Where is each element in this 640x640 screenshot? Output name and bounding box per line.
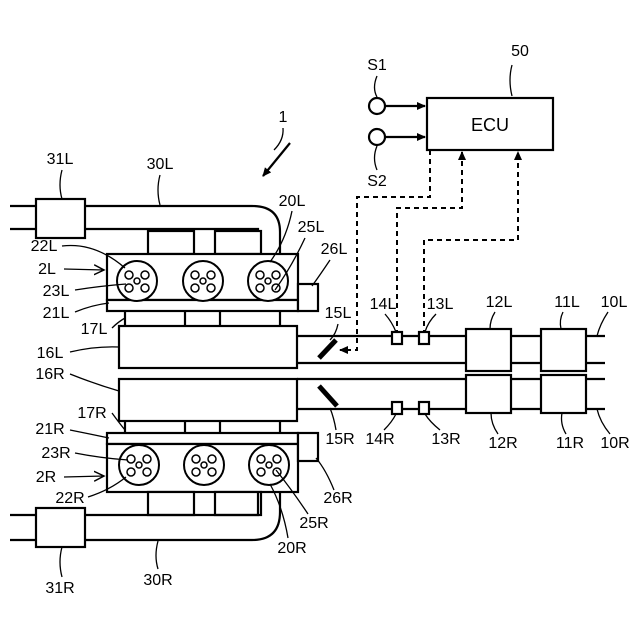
label-11r: 11R (556, 435, 584, 452)
component-11r (541, 375, 586, 413)
label-21l: 21L (43, 305, 70, 322)
system-label: 1 (279, 109, 288, 126)
label-17l: 17L (81, 321, 108, 338)
label-13r: 13R (431, 431, 460, 448)
label-31r: 31R (45, 580, 74, 597)
component-12r (466, 375, 511, 413)
label-31l: 31L (47, 151, 74, 168)
cylinder-2-left (183, 261, 223, 301)
cylinder-3-left (248, 261, 288, 301)
sensor-s1-label: S1 (367, 57, 387, 74)
label-14r: 14R (365, 431, 394, 448)
label-2r: 2R (36, 469, 56, 486)
label-15r: 15R (325, 431, 354, 448)
sensor-14l (392, 332, 402, 344)
catalyst-31r (36, 508, 85, 547)
label-16r: 16R (35, 366, 64, 383)
label-2l: 2L (38, 261, 56, 278)
label-10l: 10L (601, 294, 628, 311)
sensor-13r (419, 402, 429, 414)
label-20r: 20R (277, 540, 306, 557)
label-21r: 21R (35, 421, 64, 438)
label-14l: 14L (370, 296, 397, 313)
throttle-valve-15r (319, 386, 337, 406)
label-11l: 11L (554, 294, 580, 311)
label-10r: 10R (600, 435, 629, 452)
label-15l: 15L (325, 305, 352, 322)
cylinder-1-right (119, 445, 159, 485)
label-22l: 22L (31, 238, 58, 255)
sensor-s2-label: S2 (367, 173, 387, 190)
label-30l: 30L (147, 156, 174, 173)
ecu-label: ECU (471, 115, 509, 135)
label-12r: 12R (488, 435, 517, 452)
label-16l: 16L (37, 345, 64, 362)
ignition-26l (298, 284, 318, 311)
sensor-s1 (369, 98, 385, 114)
catalyst-31l (36, 199, 85, 238)
intake-manifold-16r (119, 379, 297, 421)
cylinder-2-right (184, 445, 224, 485)
label-13l: 13L (427, 296, 454, 313)
ignition-26r (298, 433, 318, 461)
label-23r: 23R (41, 445, 70, 462)
sensor-13l (419, 332, 429, 344)
label-23l: 23L (43, 283, 70, 300)
sensor-14r (392, 402, 402, 414)
gasket-21r (107, 433, 298, 444)
component-12l (466, 329, 511, 371)
sensor-s2 (369, 129, 385, 145)
label-30r: 30R (143, 572, 172, 589)
label-25l: 25L (298, 219, 325, 236)
label-26r: 26R (323, 490, 352, 507)
component-11l (541, 329, 586, 371)
throttle-valve-15l (319, 340, 336, 358)
label-25r: 25R (299, 515, 328, 532)
label-26l: 26L (321, 241, 348, 258)
label-17r: 17R (77, 405, 106, 422)
ecu-ref-label: 50 (511, 43, 529, 60)
intake-manifold-16l (119, 326, 297, 368)
label-22r: 22R (55, 490, 84, 507)
label-20l: 20L (279, 193, 306, 210)
label-12l: 12L (486, 294, 513, 311)
